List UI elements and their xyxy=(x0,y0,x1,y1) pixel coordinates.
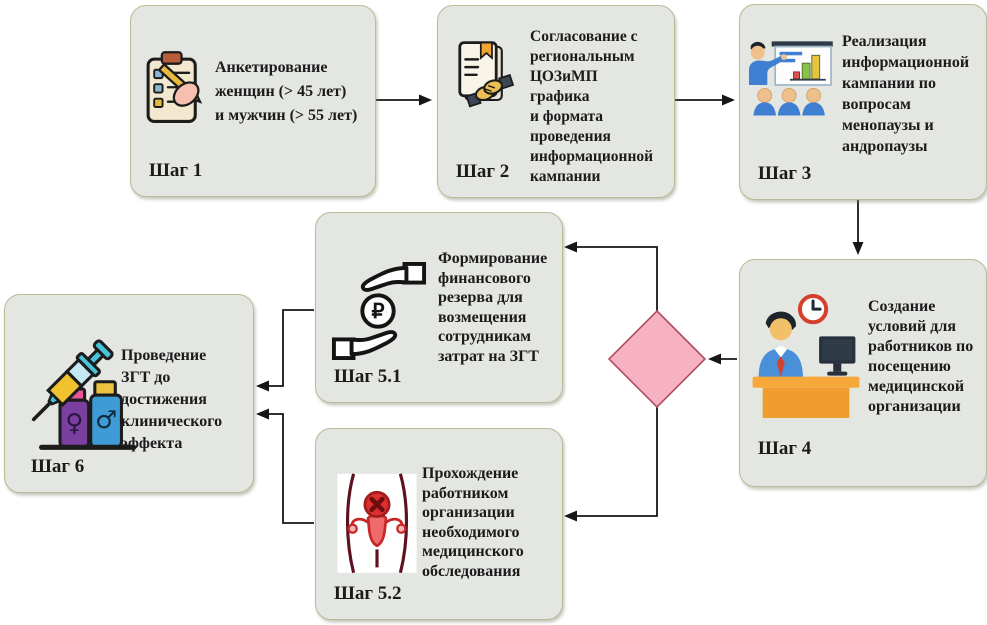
svg-text:♂: ♂ xyxy=(95,405,117,434)
office-worker-clock-icon xyxy=(750,292,862,423)
decision-diamond xyxy=(607,309,707,409)
step-6-text: Проведение ЗГТ до достижения клиническог… xyxy=(121,347,223,452)
step-5-1-text: Формирование финансового резерва для воз… xyxy=(438,250,548,365)
step-4-box: Создание условий для работников по посещ… xyxy=(739,259,987,487)
step-2-label: Шаг 2 xyxy=(456,161,510,182)
male-vial: ♂ xyxy=(89,380,123,449)
svg-text:₽: ₽ xyxy=(371,301,385,323)
connector-diamond-step52 xyxy=(564,407,658,522)
step-6-label: Шаг 6 xyxy=(31,456,85,477)
uterus-exam-icon xyxy=(332,471,422,586)
step-3-text: Реализация информационной кампании по во… xyxy=(842,33,970,155)
step-1-box: Анкетирование женщин (> 45 лет) и мужчин… xyxy=(130,5,376,197)
syringe-vials-icon: ♀ ♂ xyxy=(17,325,145,464)
step-5-2-box: Прохождение работником организации необх… xyxy=(315,428,563,620)
step-1-text: Анкетирование женщин (> 45 лет) и мужчин… xyxy=(215,59,358,124)
step-5-1-box: ₽ Формирование финансового резерва для в… xyxy=(315,212,563,403)
connector-step52-step6 xyxy=(256,408,314,524)
hands-ruble-coin-icon: ₽ xyxy=(330,259,428,368)
step-2-text: Согласование с региональным ЦОЗиМП графи… xyxy=(530,28,654,185)
document-handshake-icon xyxy=(450,38,520,125)
step-1-label: Шаг 1 xyxy=(149,160,203,181)
step-4-label: Шаг 4 xyxy=(758,438,812,459)
svg-text:♀: ♀ xyxy=(65,408,83,437)
step-3-label: Шаг 3 xyxy=(758,163,812,184)
step-2-box: Согласование с региональным ЦОЗиМП графи… xyxy=(437,5,675,198)
connector-step51-step6 xyxy=(256,309,314,392)
step-4-text: Создание условий для работников по посещ… xyxy=(868,298,974,415)
presentation-audience-icon xyxy=(742,27,838,134)
step-3-box: Реализация информационной кампании по во… xyxy=(739,4,987,200)
step-5-1-label: Шаг 5.1 xyxy=(334,366,402,387)
connector-diamond-step51 xyxy=(564,241,658,311)
step-5-2-label: Шаг 5.2 xyxy=(334,583,402,604)
step-6-box: ♀ ♂ Проведение ЗГТ до xyxy=(4,294,254,493)
step-5-2-text: Прохождение работником организации необх… xyxy=(422,465,524,580)
clipboard-survey-icon xyxy=(139,46,215,135)
